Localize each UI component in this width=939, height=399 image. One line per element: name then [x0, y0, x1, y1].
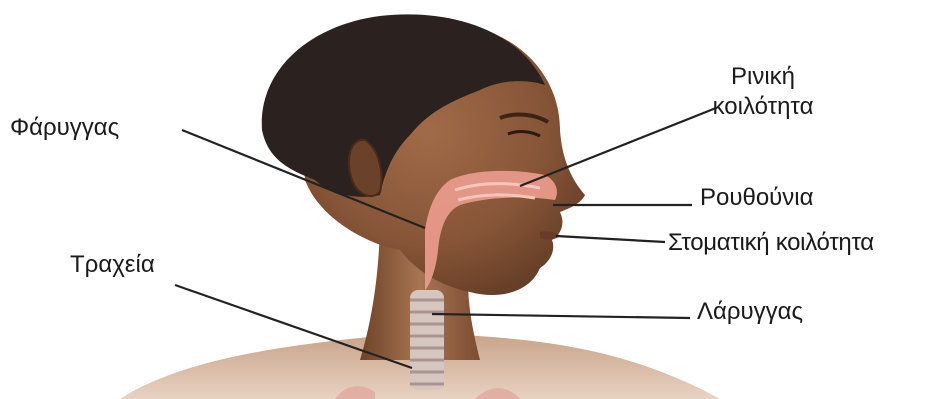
label-trachea: Τραχεία [70, 250, 155, 280]
label-oral-cavity: Στοματική κοιλότητα [668, 228, 874, 258]
label-nasal-cavity: Ρινική κοιλότητα [688, 62, 838, 122]
leader-mouth [556, 236, 665, 242]
label-pharynx: Φάρυγγας [10, 113, 119, 143]
label-nasal-cavity-line1: Ρινική [688, 62, 838, 92]
label-nasal-cavity-line2: κοιλότητα [688, 92, 838, 122]
label-nostrils: Ρουθούνια [700, 183, 814, 213]
trachea-rings [410, 290, 444, 390]
label-larynx: Λάρυγγας [697, 297, 803, 327]
